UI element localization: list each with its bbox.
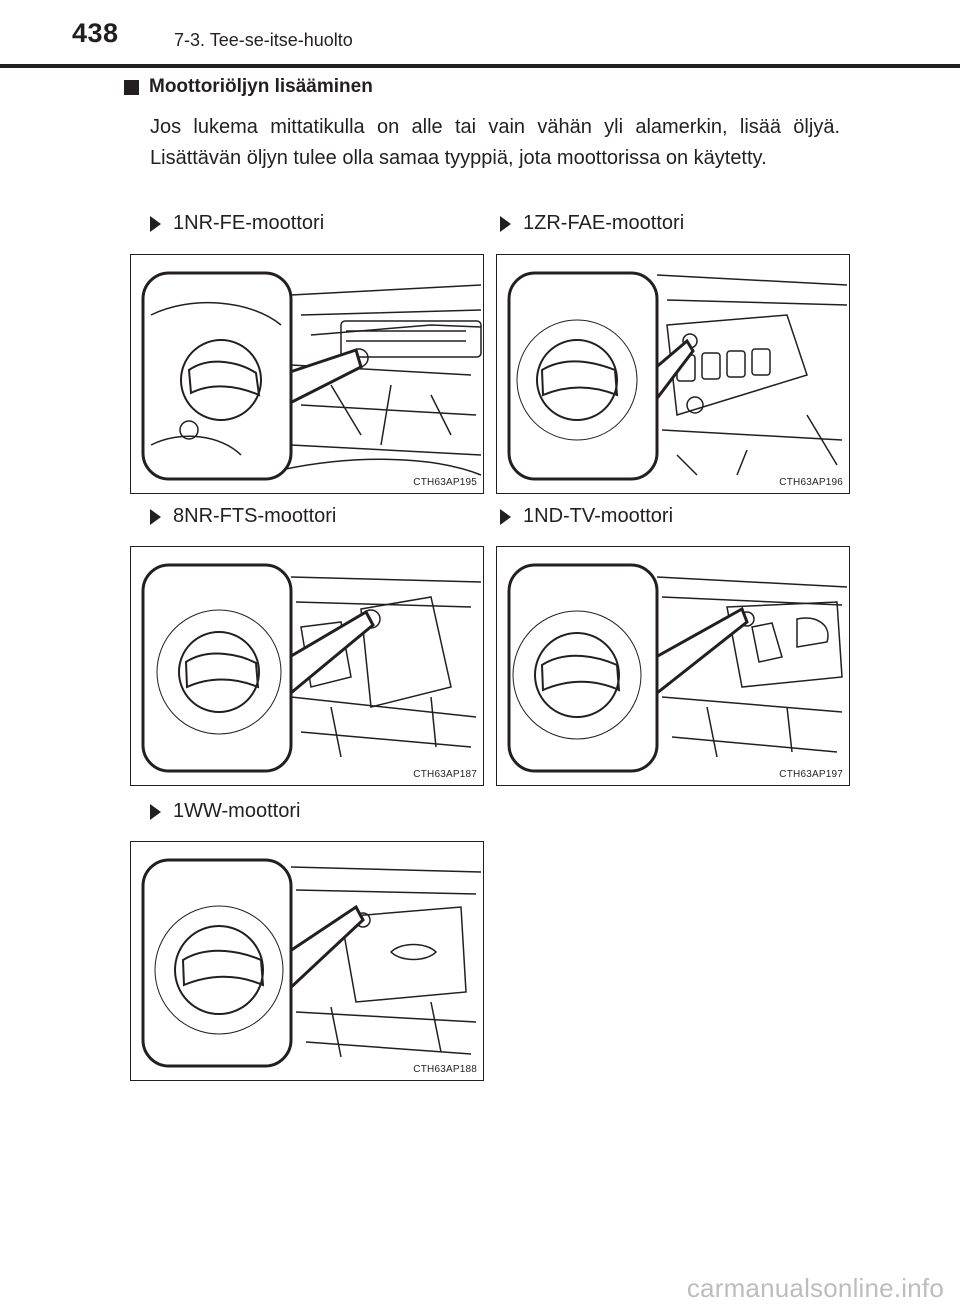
engine-illustration-icon: [141, 858, 482, 1068]
triangle-bullet-icon: [150, 803, 161, 820]
variant-text: 1NR-FE-moottori: [173, 212, 325, 234]
figure-1ww: CTH63AP188: [130, 841, 484, 1081]
variant-text: 1ZR-FAE-moottori: [523, 212, 685, 234]
figure-1nd-tv: CTH63AP197: [496, 546, 850, 786]
body-paragraph: Jos lukema mittatikulla on alle tai vain…: [150, 116, 840, 169]
figure-code: CTH63AP197: [779, 769, 843, 780]
variant-text: 8NR-FTS-moottori: [173, 505, 337, 527]
variant-label-1: 1NR-FE-moottori: [150, 212, 324, 235]
figure-code: CTH63AP195: [413, 477, 477, 488]
page-number: 438: [72, 18, 119, 48]
header-rule: [0, 64, 960, 68]
subsection-heading: Moottoriöljyn lisääminen: [124, 76, 373, 98]
engine-illustration-icon: [507, 271, 848, 481]
section-title: 7-3. Tee-se-itse-huolto: [174, 30, 353, 50]
figure-code: CTH63AP188: [413, 1064, 477, 1075]
watermark: carmanualsonline.info: [686, 1273, 944, 1303]
square-bullet-icon: [124, 80, 139, 95]
variant-label-4: 1ND-TV-moottori: [500, 505, 673, 528]
variant-label-3: 8NR-FTS-moottori: [150, 505, 336, 528]
figure-code: CTH63AP196: [779, 477, 843, 488]
engine-illustration-icon: [507, 563, 848, 773]
variant-text: 1WW-moottori: [173, 800, 301, 822]
figure-1nr-fe: CTH63AP195: [130, 254, 484, 494]
heading-text: Moottoriöljyn lisääminen: [149, 76, 373, 97]
triangle-bullet-icon: [150, 508, 161, 525]
variant-label-2: 1ZR-FAE-moottori: [500, 212, 684, 235]
figure-8nr-fts: CTH63AP187: [130, 546, 484, 786]
engine-illustration-icon: [141, 271, 482, 481]
figure-code: CTH63AP187: [413, 769, 477, 780]
triangle-bullet-icon: [500, 215, 511, 232]
triangle-bullet-icon: [150, 215, 161, 232]
variant-label-5: 1WW-moottori: [150, 800, 300, 823]
variant-text: 1ND-TV-moottori: [523, 505, 674, 527]
triangle-bullet-icon: [500, 508, 511, 525]
figure-1zr-fae: CTH63AP196: [496, 254, 850, 494]
engine-illustration-icon: [141, 563, 482, 773]
